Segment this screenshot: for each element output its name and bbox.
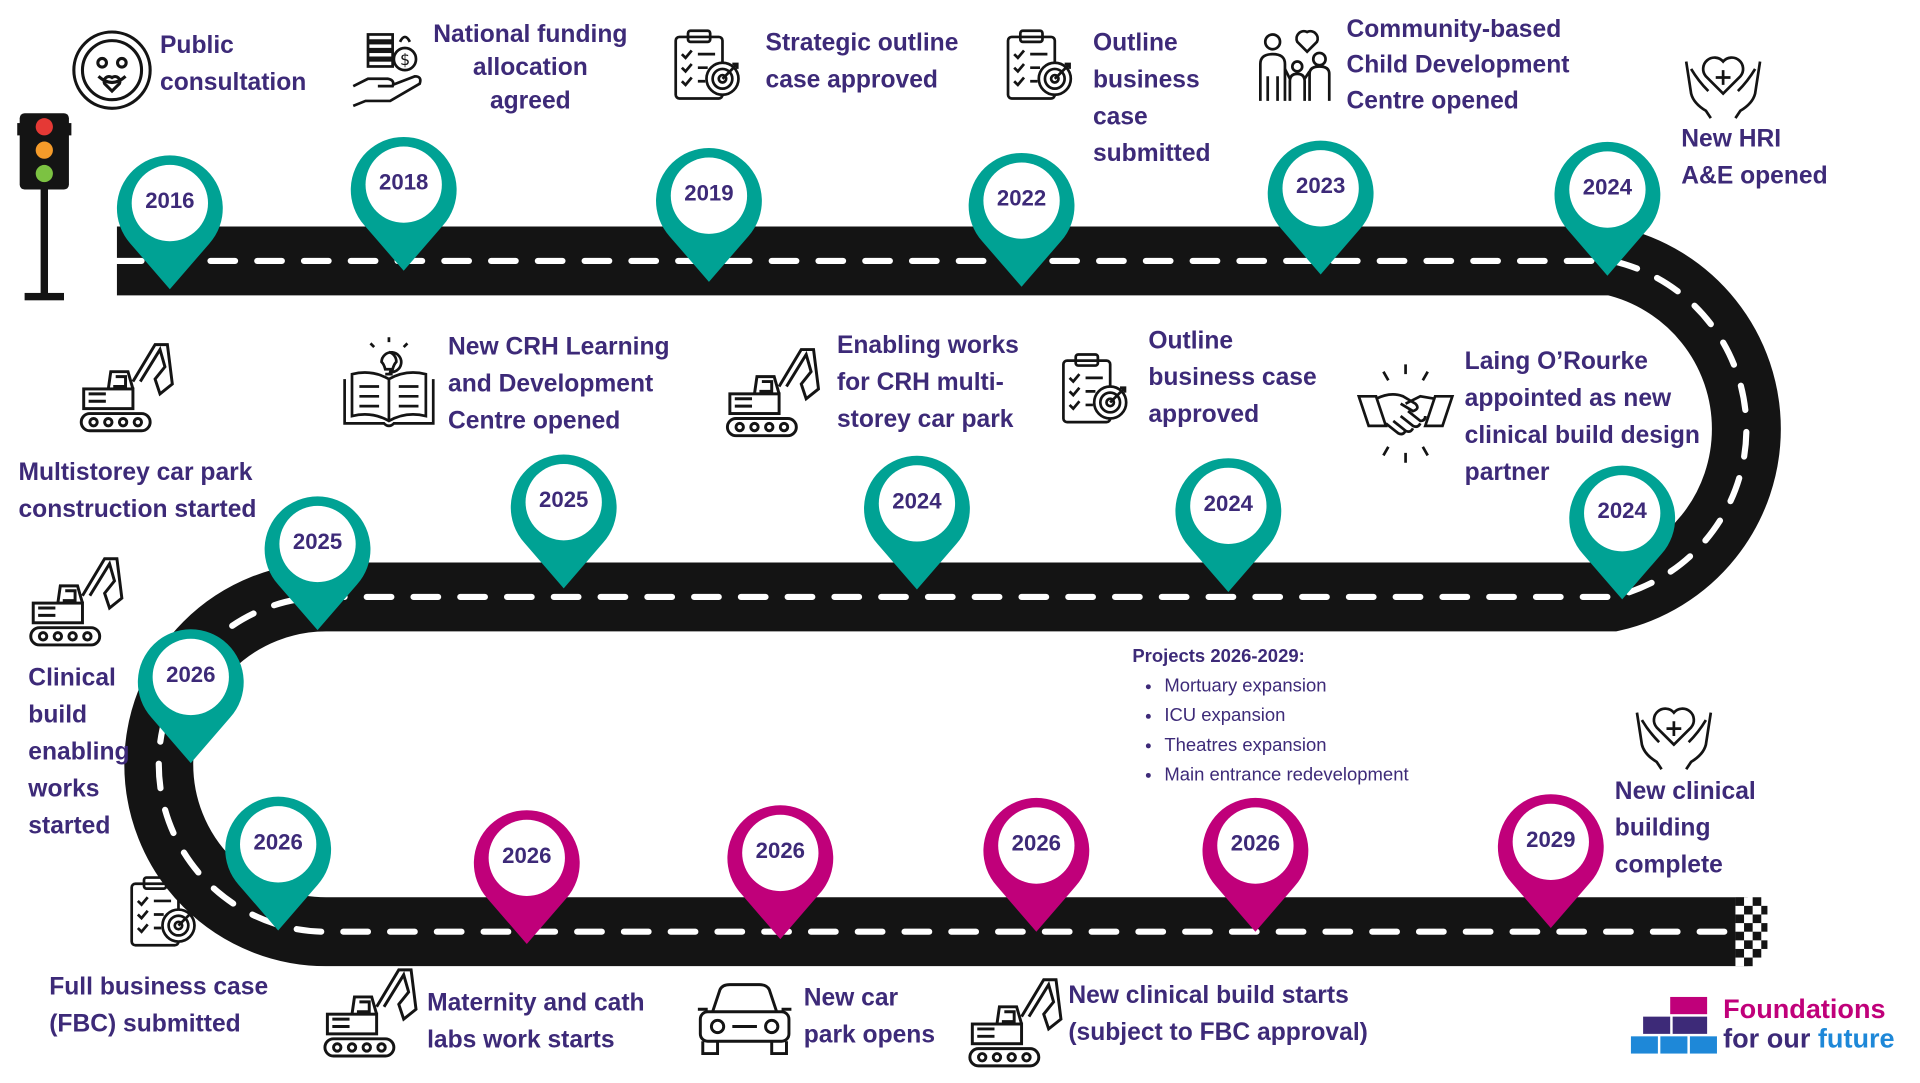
- milestone-label-clinical-build-starts: New clinical build starts (subject to FB…: [1068, 982, 1368, 1047]
- pin-2029: 2029: [1492, 784, 1610, 932]
- pin-2019: 2019: [650, 138, 768, 286]
- milestone-label-national-funding: National funding allocation agreed: [433, 20, 628, 115]
- pin-2025-b: 2025: [258, 486, 376, 634]
- foundations-logo-icon: [1630, 996, 1717, 1054]
- clipboard-target-icon: [130, 876, 196, 947]
- projects-heading: Projects 2026-2029:: [1132, 646, 1305, 668]
- pin-year-label: 2026: [253, 829, 303, 855]
- family-heart-icon: [1258, 29, 1331, 101]
- face-heart-icon: [72, 30, 152, 110]
- excavator-icon: [29, 557, 124, 647]
- pin-year-label: 2024: [1582, 174, 1633, 200]
- pin-year-label: 2026: [1011, 830, 1061, 856]
- pin-2025-a: 2025: [505, 444, 623, 592]
- excavator-icon: [79, 343, 174, 433]
- pin-year-label: 2026: [755, 838, 805, 863]
- pin-year-label: 2019: [684, 180, 734, 206]
- milestone-label-obc-submitted: Outline business case submitted: [1092, 29, 1211, 168]
- foundations-logo-text: Foundations for our future: [1723, 994, 1894, 1053]
- pin-year-label: 2026: [166, 662, 216, 687]
- milestone-label-enabling-works-car-park: Enabling works for CRH multi- storey car…: [836, 332, 1019, 434]
- project-item: ICU expansion: [1164, 702, 1408, 732]
- pin-2024-c: 2024: [1169, 448, 1287, 596]
- pin-year-label: 2024: [892, 488, 942, 514]
- clipboard-target-icon: [1006, 29, 1073, 100]
- book-lightbulb-icon: [343, 337, 435, 428]
- logo-line-2b: future: [1817, 1022, 1895, 1054]
- pin-2023: 2023: [1262, 130, 1380, 278]
- pin-year-label: 2025: [292, 529, 343, 554]
- pin-year-label: 2024: [1203, 491, 1253, 516]
- projects-list: Projects 2026-2029: Mortuary expansion I…: [1132, 642, 1408, 790]
- excavator-icon: [725, 348, 821, 438]
- pin-2024-b: 2024: [1563, 455, 1681, 603]
- car-icon: [697, 983, 792, 1056]
- clipboard-target-icon: [1062, 353, 1128, 424]
- pin-2024-a: 2024: [1548, 132, 1666, 280]
- pin-2022: 2022: [962, 143, 1080, 291]
- pin-year-label: 2029: [1526, 827, 1576, 852]
- milestone-label-laing-orourke: Laing O’Rourke appointed as new clinical…: [1464, 348, 1700, 487]
- pin-year-label: 2016: [145, 188, 195, 213]
- milestone-label-child-development: Community-based Child Development Centre…: [1346, 16, 1570, 115]
- pin-2026-d: 2026: [721, 795, 839, 943]
- pin-2026-b: 2026: [219, 786, 337, 934]
- money-hand-icon: $: [352, 33, 422, 108]
- milestone-label-public-consultation: Public consultation: [160, 32, 307, 97]
- pin-2026-a: 2026: [132, 619, 250, 767]
- heart-hands-icon: [1635, 707, 1713, 771]
- pin-2016: 2016: [111, 145, 229, 293]
- pin-year-label: 2024: [1597, 498, 1647, 524]
- milestone-label-new-car-park: New car park opens: [803, 984, 936, 1049]
- milestone-label-clinical-complete: New clinical building complete: [1614, 777, 1756, 879]
- handshake-icon: [1356, 364, 1455, 463]
- pin-2026-e: 2026: [977, 788, 1095, 936]
- clipboard-target-icon: [674, 29, 740, 100]
- milestone-label-multistorey-started: Multistorey car park construction starte…: [18, 459, 257, 524]
- pin-year-label: 2026: [1230, 830, 1281, 856]
- pin-year-label: 2023: [1295, 173, 1346, 199]
- heart-hands-icon: [1684, 56, 1762, 119]
- excavator-icon: [968, 978, 1063, 1068]
- pin-2018: 2018: [345, 127, 463, 275]
- milestone-label-fbc-submitted: Full business case (FBC) submitted: [49, 973, 269, 1038]
- pin-2026-f: 2026: [1196, 788, 1314, 936]
- project-item: Theatres expansion: [1164, 731, 1408, 761]
- project-item: Mortuary expansion: [1164, 672, 1408, 702]
- pin-year-label: 2022: [996, 185, 1047, 211]
- svg-text:$: $: [400, 50, 410, 69]
- project-item: Main entrance redevelopment: [1164, 761, 1408, 791]
- milestone-label-clinical-enabling: Clinical build enabling works started: [28, 664, 130, 840]
- finish-flag-icon: [1735, 897, 1768, 967]
- excavator-icon: [323, 968, 418, 1058]
- logo-line-2a: for our: [1723, 1022, 1818, 1054]
- pin-year-label: 2018: [379, 169, 429, 195]
- milestone-label-maternity-cath: Maternity and cath labs work starts: [427, 989, 645, 1054]
- milestone-label-obc-approved: Outline business case approved: [1148, 327, 1317, 429]
- milestone-label-learning-centre: New CRH Learning and Development Centre …: [448, 333, 670, 435]
- pin-2024-d: 2024: [858, 446, 976, 594]
- logo-line-1: Foundations: [1723, 993, 1886, 1025]
- pin-2026-c: 2026: [468, 800, 586, 948]
- traffic-light-icon: [17, 113, 72, 301]
- pin-year-label: 2026: [502, 843, 552, 868]
- milestone-label-strategic-outline: Strategic outline case approved: [765, 29, 959, 94]
- milestone-label-hri-ae: New HRI A&E opened: [1681, 125, 1828, 190]
- pin-year-label: 2025: [539, 487, 589, 513]
